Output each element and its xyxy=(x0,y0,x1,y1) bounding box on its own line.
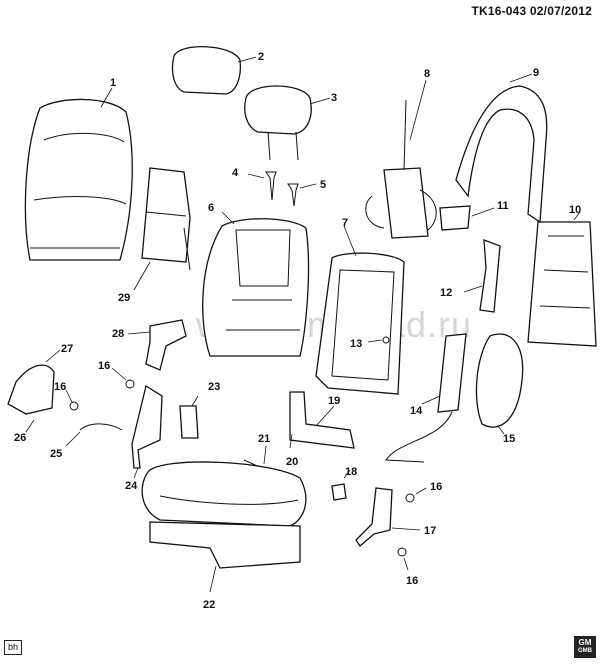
part-seat-back-frame xyxy=(315,252,405,395)
callout-10: 10 xyxy=(569,204,581,216)
part-release-cable xyxy=(79,423,123,431)
part-recliner-motor xyxy=(179,405,199,439)
part-bolt-16-b xyxy=(69,401,79,411)
callout-13: 13 xyxy=(350,338,362,350)
callout-23: 23 xyxy=(208,381,220,393)
callout-28: 28 xyxy=(112,328,124,340)
part-recliner-bracket-left xyxy=(131,384,163,469)
callout-16-b: 16 xyxy=(54,381,66,393)
gm-logo: GM GMB xyxy=(574,636,596,658)
callout-20: 20 xyxy=(286,456,298,468)
part-headrest-guide-left xyxy=(265,171,277,201)
part-seat-back-pad xyxy=(202,218,310,357)
callout-9: 9 xyxy=(533,67,539,79)
part-lumbar-harness xyxy=(383,167,429,239)
badge-bh: bh xyxy=(4,640,23,655)
callout-2: 2 xyxy=(258,51,264,63)
callout-4: 4 xyxy=(232,167,239,179)
part-headrest xyxy=(244,85,312,135)
gm-logo-text: GM xyxy=(578,638,592,647)
part-side-trim xyxy=(455,85,548,224)
part-seat-cushion xyxy=(141,461,307,527)
callout-16-c: 16 xyxy=(430,481,442,493)
callout-27: 27 xyxy=(61,343,73,355)
callout-5: 5 xyxy=(320,179,326,191)
callout-29: 29 xyxy=(118,292,130,304)
part-side-bracket xyxy=(479,239,501,313)
callout-24: 24 xyxy=(125,480,138,492)
part-harness-cover xyxy=(145,319,187,371)
part-screw-13 xyxy=(382,336,390,344)
callout-3: 3 xyxy=(331,92,337,104)
part-bolt-16-d xyxy=(397,547,407,557)
callout-18: 18 xyxy=(345,466,357,478)
part-seat-back-cover xyxy=(24,98,133,261)
callout-17: 17 xyxy=(424,525,436,537)
callout-21: 21 xyxy=(258,433,270,445)
part-rear-back-panel xyxy=(527,221,597,347)
callout-12: 12 xyxy=(440,287,452,299)
part-bolt-16-c xyxy=(405,493,415,503)
callout-6: 6 xyxy=(208,202,214,214)
callout-8: 8 xyxy=(424,68,430,80)
part-side-airbag xyxy=(437,333,467,413)
part-headrest-guide-right xyxy=(287,183,299,207)
part-control-module xyxy=(439,205,471,231)
part-recliner-bracket-right xyxy=(355,487,393,547)
part-trim-panel xyxy=(475,333,524,428)
callout-25: 25 xyxy=(50,448,62,460)
part-recliner-trim xyxy=(7,364,55,415)
callout-11: 11 xyxy=(497,200,509,212)
callout-19: 19 xyxy=(328,395,340,407)
callout-15: 15 xyxy=(503,433,515,445)
callout-22: 22 xyxy=(203,599,215,611)
callout-16-a: 16 xyxy=(98,360,110,372)
drawing-reference: TK16-043 02/07/2012 xyxy=(471,4,592,18)
callout-14: 14 xyxy=(410,405,423,417)
part-seat-adjuster xyxy=(149,521,301,569)
part-back-panel xyxy=(141,167,191,263)
gm-logo-sub: GMB xyxy=(578,648,592,654)
part-bolt-16-a xyxy=(125,379,135,389)
callout-7: 7 xyxy=(342,217,348,229)
callout-16-d: 16 xyxy=(406,575,418,587)
part-clip-18 xyxy=(331,483,347,501)
callout-26: 26 xyxy=(14,432,26,444)
callout-1: 1 xyxy=(110,77,116,89)
part-cross-bar xyxy=(289,391,355,449)
part-headrest-cover xyxy=(171,46,242,95)
